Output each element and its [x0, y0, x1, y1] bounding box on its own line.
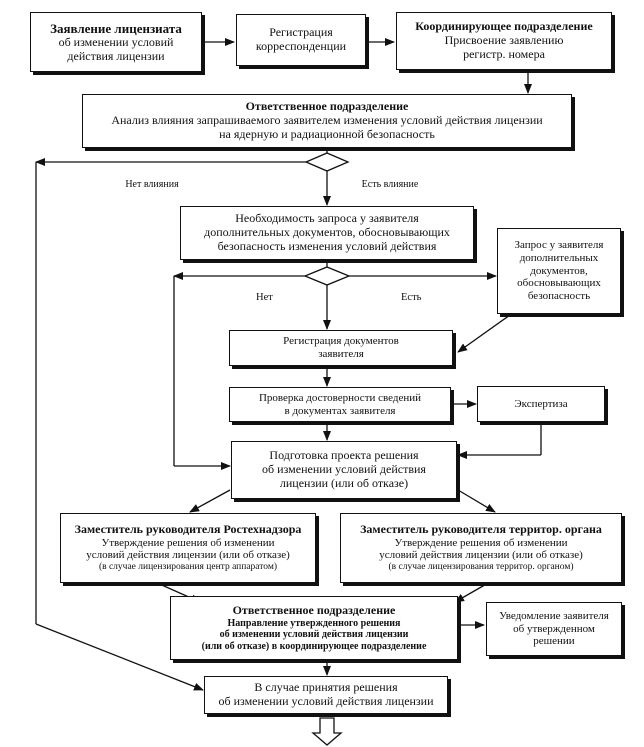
- decision-diamond-docs: [303, 266, 351, 286]
- notify-text: Уведомление заявителя: [499, 609, 609, 622]
- box-licensee-statement: Заявление лицензиата об изменении услови…: [30, 12, 202, 72]
- box-deputy-rostekhnadzor: Заместитель руководителя Ростехнадзора У…: [60, 513, 316, 583]
- decision-diamond-influence: [304, 152, 350, 172]
- verify-text: Проверка достоверности сведений: [258, 391, 422, 404]
- analysis-text: Анализ влияния запрашиваемого заявителем…: [111, 113, 543, 128]
- coordinating-title: Координирующее подразделение: [415, 19, 593, 34]
- need-docs-text: дополнительных документов, обосновывающи…: [204, 225, 450, 240]
- prepare-text: об изменении условий действия: [262, 462, 426, 477]
- label-no-influence: Нет влияния: [102, 174, 202, 196]
- has-influence-text: Есть влияние: [361, 179, 419, 191]
- expertise-text: Экспертиза: [514, 397, 568, 410]
- registration-text: Регистрация: [269, 25, 333, 40]
- final-text: об изменении условий действия лицензии: [218, 694, 434, 708]
- deputy-rtn-note: (в случае лицензирования центр аппаратом…: [98, 562, 278, 573]
- notify-text: решении: [533, 635, 575, 648]
- deputy-terr-text: условий действия лицензии (или об отказе…: [379, 549, 583, 562]
- coordinating-text: регистр. номера: [463, 46, 545, 61]
- request-docs-text: документов,: [530, 264, 588, 277]
- box-expertise: Экспертиза: [477, 386, 605, 422]
- label-yes: Есть: [401, 292, 422, 303]
- arrow-prepare-to-deputy-terr: [457, 489, 496, 513]
- request-docs-text: безопасность: [527, 290, 591, 303]
- statement-title: Заявление лицензиата: [50, 20, 182, 36]
- verify-text: в документах заявителя: [284, 404, 396, 417]
- box-coordinating-unit: Координирующее подразделение Присвоение …: [396, 12, 612, 70]
- continue-arrow-icon: [311, 717, 343, 746]
- analysis-title: Ответственное подразделение: [245, 99, 409, 114]
- arrow-deputy-terr-to-send: [454, 581, 491, 603]
- notify-text: об утвержденном: [513, 622, 595, 635]
- arrow-bypass-to-final: [35, 623, 204, 691]
- deputy-rtn-text: Утверждение решения об изменении: [101, 536, 275, 549]
- final-text: В случае принятия решения: [254, 680, 398, 695]
- label-no: Нет: [256, 292, 273, 303]
- statement-text: об изменении условий: [58, 34, 174, 49]
- box-final-decision: В случае принятия решения об изменении у…: [204, 676, 448, 714]
- deputy-terr-text: Утверждение решения об изменении: [394, 536, 568, 549]
- send-text: Направление утвержденного решения: [227, 617, 401, 629]
- deputy-terr-note: (в случае лицензирования территор. орган…: [388, 562, 574, 573]
- label-has-influence: Есть влияние: [340, 174, 440, 196]
- send-title: Ответственное подразделение: [232, 602, 396, 617]
- request-docs-text: дополнительных: [519, 251, 599, 264]
- send-text: об изменении условий действия лицензии: [219, 629, 409, 641]
- request-docs-text: Запрос у заявителя: [514, 239, 604, 252]
- send-text: (или об отказе) в координирующее подразд…: [201, 640, 427, 652]
- prepare-text: Подготовка проекта решения: [269, 448, 419, 463]
- need-docs-text: Необходимость запроса у заявителя: [235, 211, 419, 226]
- no-influence-text: Нет влияния: [125, 179, 179, 191]
- coordinating-text: Присвоение заявлению: [444, 33, 564, 48]
- box-register-docs: Регистрация документов заявителя: [229, 330, 453, 366]
- prepare-text: лицензии (или об отказе): [279, 475, 409, 490]
- box-deputy-territorial: Заместитель руководителя территор. орган…: [340, 513, 622, 583]
- box-correspondence-registration: Регистрация корреспонденции: [236, 14, 366, 66]
- statement-text: действия лицензии: [67, 48, 165, 63]
- box-responsible-send: Ответственное подразделение Направление …: [170, 596, 458, 660]
- box-prepare-decision: Подготовка проекта решения об изменении …: [231, 441, 457, 499]
- need-docs-text: безопасность изменения условий действия: [217, 238, 437, 253]
- deputy-rtn-text: условий действия лицензии (или об отказе…: [86, 549, 290, 562]
- deputy-rtn-title: Заместитель руководителя Ростехнадзора: [74, 521, 302, 536]
- box-responsible-analysis: Ответственное подразделение Анализ влиян…: [82, 94, 572, 148]
- register-docs-text: Регистрация документов: [283, 335, 399, 348]
- request-docs-text: обосновывающих: [517, 277, 601, 290]
- deputy-terr-title: Заместитель руководителя территор. орган…: [360, 521, 602, 536]
- registration-text: корреспонденции: [255, 39, 347, 53]
- box-need-additional-docs: Необходимость запроса у заявителя дополн…: [180, 206, 474, 260]
- box-request-docs: Запрос у заявителя дополнительных докуме…: [497, 228, 621, 314]
- analysis-text: на ядерную и радиационной безопасность: [219, 126, 435, 141]
- arrow-prepare-to-deputy-rtn: [189, 489, 231, 513]
- box-notify-applicant: Уведомление заявителя об утвержденном ре…: [486, 602, 622, 656]
- box-verify-docs: Проверка достоверности сведений в докуме…: [229, 387, 451, 422]
- register-docs-text: заявителя: [318, 348, 364, 360]
- arrow-request-to-register: [457, 314, 511, 353]
